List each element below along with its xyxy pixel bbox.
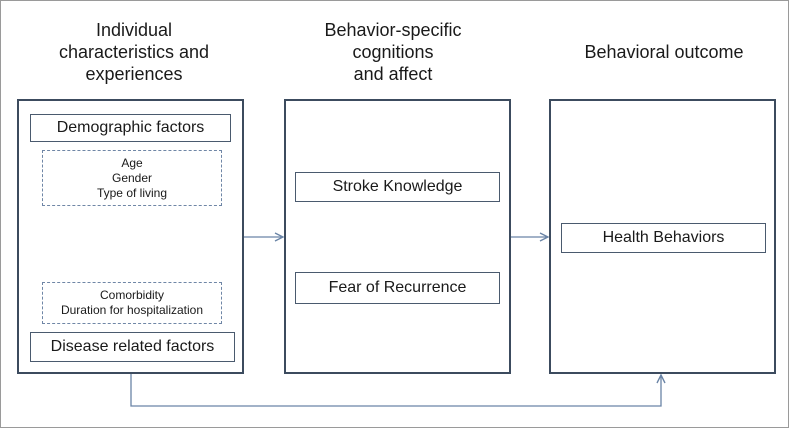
panel-behavior-specific-cognitions: Stroke Knowledge Fear of Recurrence bbox=[284, 99, 511, 374]
panel-behavioral-outcome: Health Behaviors bbox=[549, 99, 776, 374]
demographic-factors-box: Demographic factors bbox=[30, 114, 231, 142]
demographic-details-box: Age Gender Type of living bbox=[42, 150, 222, 206]
arrow-individual-to-outcome bbox=[130, 374, 661, 407]
heading-behavioral-outcome: Behavioral outcome bbox=[584, 42, 744, 62]
heading-individual-characteristics: Individual characteristics and experienc… bbox=[58, 20, 210, 84]
disease-related-factors-box: Disease related factors bbox=[30, 332, 235, 362]
detail-age: Age bbox=[121, 155, 143, 170]
fear-of-recurrence-box: Fear of Recurrence bbox=[295, 272, 500, 304]
disease-details-box: Comorbidity Duration for hospitalization bbox=[42, 282, 222, 324]
detail-type-of-living: Type of living bbox=[96, 185, 168, 200]
stroke-knowledge-box: Stroke Knowledge bbox=[295, 172, 500, 202]
heading-behavior-specific-cognitions: Behavior-specific cognitions and affect bbox=[324, 20, 462, 84]
detail-gender: Gender bbox=[111, 170, 153, 185]
detail-comorbidity: Comorbidity bbox=[99, 288, 165, 302]
panel-individual-characteristics: Demographic factors Age Gender Type of l… bbox=[17, 99, 244, 374]
health-behaviors-box: Health Behaviors bbox=[561, 223, 766, 253]
detail-duration-for-hospitalization: Duration for hospitalization bbox=[60, 303, 204, 317]
